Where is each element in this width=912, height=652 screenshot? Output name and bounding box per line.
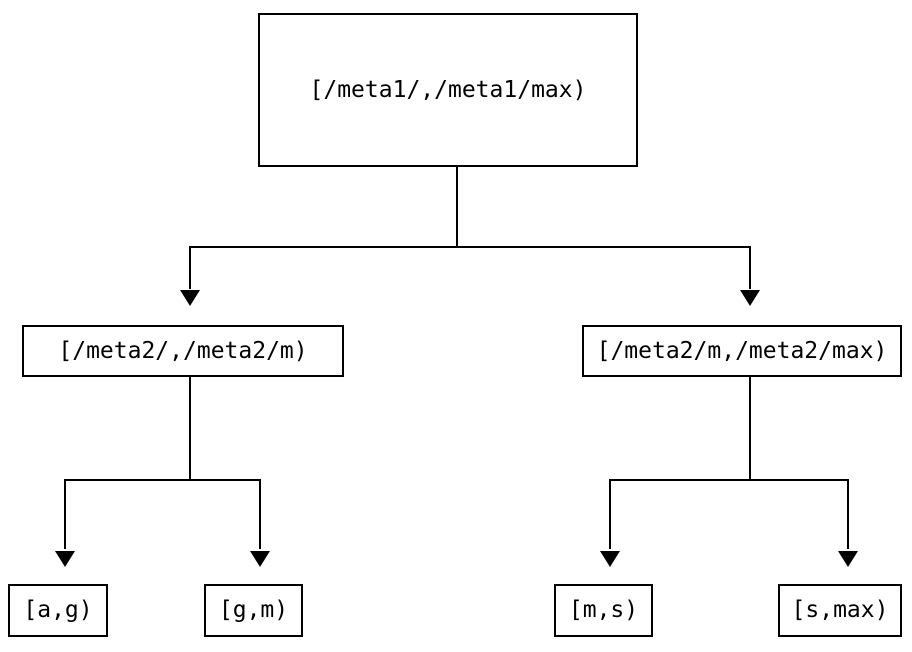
node-meta2-left-interval: [/meta2/,/meta2/m) [22,325,344,377]
edge-right-subtree-horizontal-bar [609,479,849,481]
edge-drop-to-gm [259,479,261,549]
edge-right-subtree-stem [749,377,751,480]
edge-drop-to-ms [609,479,611,549]
edge-drop-to-ag [64,479,66,549]
node-leaf-ag-interval: [a,g) [8,584,108,637]
arrow-down-icon [180,290,200,306]
arrow-down-icon [250,551,270,567]
arrow-down-icon [600,551,620,567]
node-root-interval: [/meta1/,/meta1/max) [258,13,638,167]
node-meta2-right-interval: [/meta2/m,/meta2/max) [582,325,902,377]
node-leaf-smax-interval: [s,max) [778,584,902,637]
node-meta2-right-label: [/meta2/m,/meta2/max) [596,337,888,364]
node-leaf-smax-label: [s,max) [791,597,889,623]
node-leaf-gm-interval: [g,m) [204,584,303,637]
arrow-down-icon [740,290,760,306]
edge-level1-horizontal-bar [189,246,751,248]
edge-root-stem [456,167,458,248]
edge-level1-drop-left [189,246,191,289]
node-leaf-ag-label: [a,g) [23,597,93,623]
node-root-label: [/meta1/,/meta1/max) [309,76,587,103]
edge-left-subtree-horizontal-bar [64,479,261,481]
edge-drop-to-smax [847,479,849,549]
node-leaf-ms-interval: [m,s) [554,584,653,637]
arrow-down-icon [838,551,858,567]
node-leaf-ms-label: [m,s) [568,597,639,623]
edge-level1-drop-right [749,246,751,289]
arrow-down-icon [55,551,75,567]
edge-left-subtree-stem [189,377,191,480]
node-meta2-left-label: [/meta2/,/meta2/m) [58,337,308,364]
node-leaf-gm-label: [g,m) [218,597,289,623]
